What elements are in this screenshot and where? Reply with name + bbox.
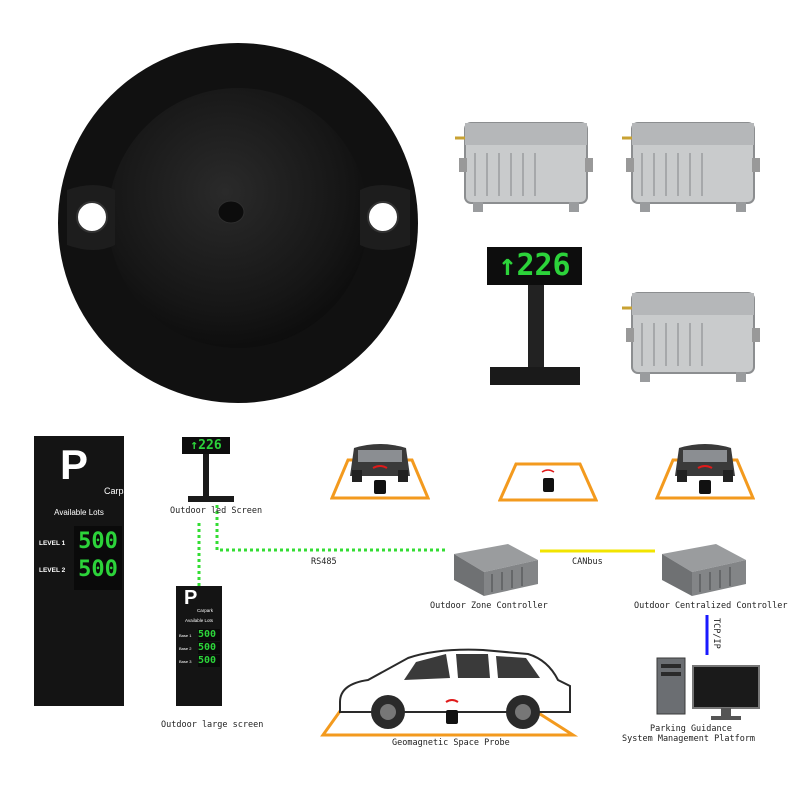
base-1-count: 500 xyxy=(198,629,220,641)
led-stand-base xyxy=(490,367,580,385)
label-geomagnetic-probe: Geomagnetic Space Probe xyxy=(392,738,510,748)
sensor-center-cap xyxy=(217,200,245,224)
led-stand-pole xyxy=(528,285,544,367)
label-centralized-controller: Outdoor Centralized Controller xyxy=(634,601,788,611)
label-rs485: RS485 xyxy=(311,557,337,567)
base-3-count: 500 xyxy=(198,655,220,667)
base-label: Base 3 xyxy=(179,659,192,664)
led-screen-pole xyxy=(203,454,209,496)
geomagnetic-sensor-photo xyxy=(58,43,418,403)
car-over-probe xyxy=(320,648,579,737)
parking-bay-with-car-left xyxy=(330,444,430,500)
led-number: 226 xyxy=(516,248,571,283)
probe-icon xyxy=(446,710,458,724)
small-available-lots-title: Available Lots xyxy=(185,618,213,623)
base-label: Base 2 xyxy=(179,646,192,651)
centralized-controller-icon xyxy=(662,544,746,596)
parking-bay-empty xyxy=(498,462,598,502)
level-2-count: 500 xyxy=(78,557,118,582)
led-screen-base xyxy=(188,496,234,502)
probe-icon xyxy=(543,478,554,492)
available-lots-title: Available Lots xyxy=(54,508,104,517)
big-sign-digit-panel xyxy=(74,526,122,590)
carpark-signboard-small: P Carpark Available Lots Base 1 Base 2 B… xyxy=(176,586,222,706)
probe-icon xyxy=(374,480,386,494)
small-parking-p-letter: P xyxy=(184,587,198,609)
led-arrow-icon-small: ↑ xyxy=(190,438,199,453)
controller-box-photo-2 xyxy=(622,122,760,212)
label-outdoor-large-screen: Outdoor large screen xyxy=(161,720,264,730)
base-2-count: 500 xyxy=(198,642,220,654)
parking-p-letter: P xyxy=(60,441,89,488)
label-outdoor-led-screen: Outdoor led Screen xyxy=(170,506,263,516)
right-mount-hole xyxy=(367,201,399,233)
probe-icon xyxy=(699,480,711,494)
controller-box-photo-3 xyxy=(622,292,760,382)
management-computer-icon xyxy=(656,657,760,720)
label-zone-controller: Outdoor Zone Controller xyxy=(430,601,548,611)
level-1-count: 500 xyxy=(78,529,118,554)
small-carpark-name: Carpark xyxy=(197,608,214,613)
carpark-name: Carpark xyxy=(104,486,137,496)
base-label: Base 1 xyxy=(179,633,192,638)
zone-controller-icon xyxy=(454,544,538,596)
left-mount-hole xyxy=(76,201,108,233)
label-canbus: CANbus xyxy=(572,557,603,567)
label-platform-line-2: System Management Platform xyxy=(622,734,756,744)
led-arrow-icon: ↑ xyxy=(498,248,517,283)
level-label: LEVEL 1 xyxy=(39,540,66,547)
led-number-small: 226 xyxy=(198,438,222,453)
led-display-large: ↑226 xyxy=(487,247,582,285)
rs485-link xyxy=(215,505,445,552)
level-label: LEVEL 2 xyxy=(39,567,66,574)
controller-box-photo-1 xyxy=(455,122,593,212)
label-tcpip: TCP/IP xyxy=(711,618,721,649)
outdoor-led-screen: ↑226 xyxy=(182,437,230,454)
parking-bay-with-car-right xyxy=(655,444,755,500)
label-platform-line-1: Parking Guidance xyxy=(650,724,732,734)
